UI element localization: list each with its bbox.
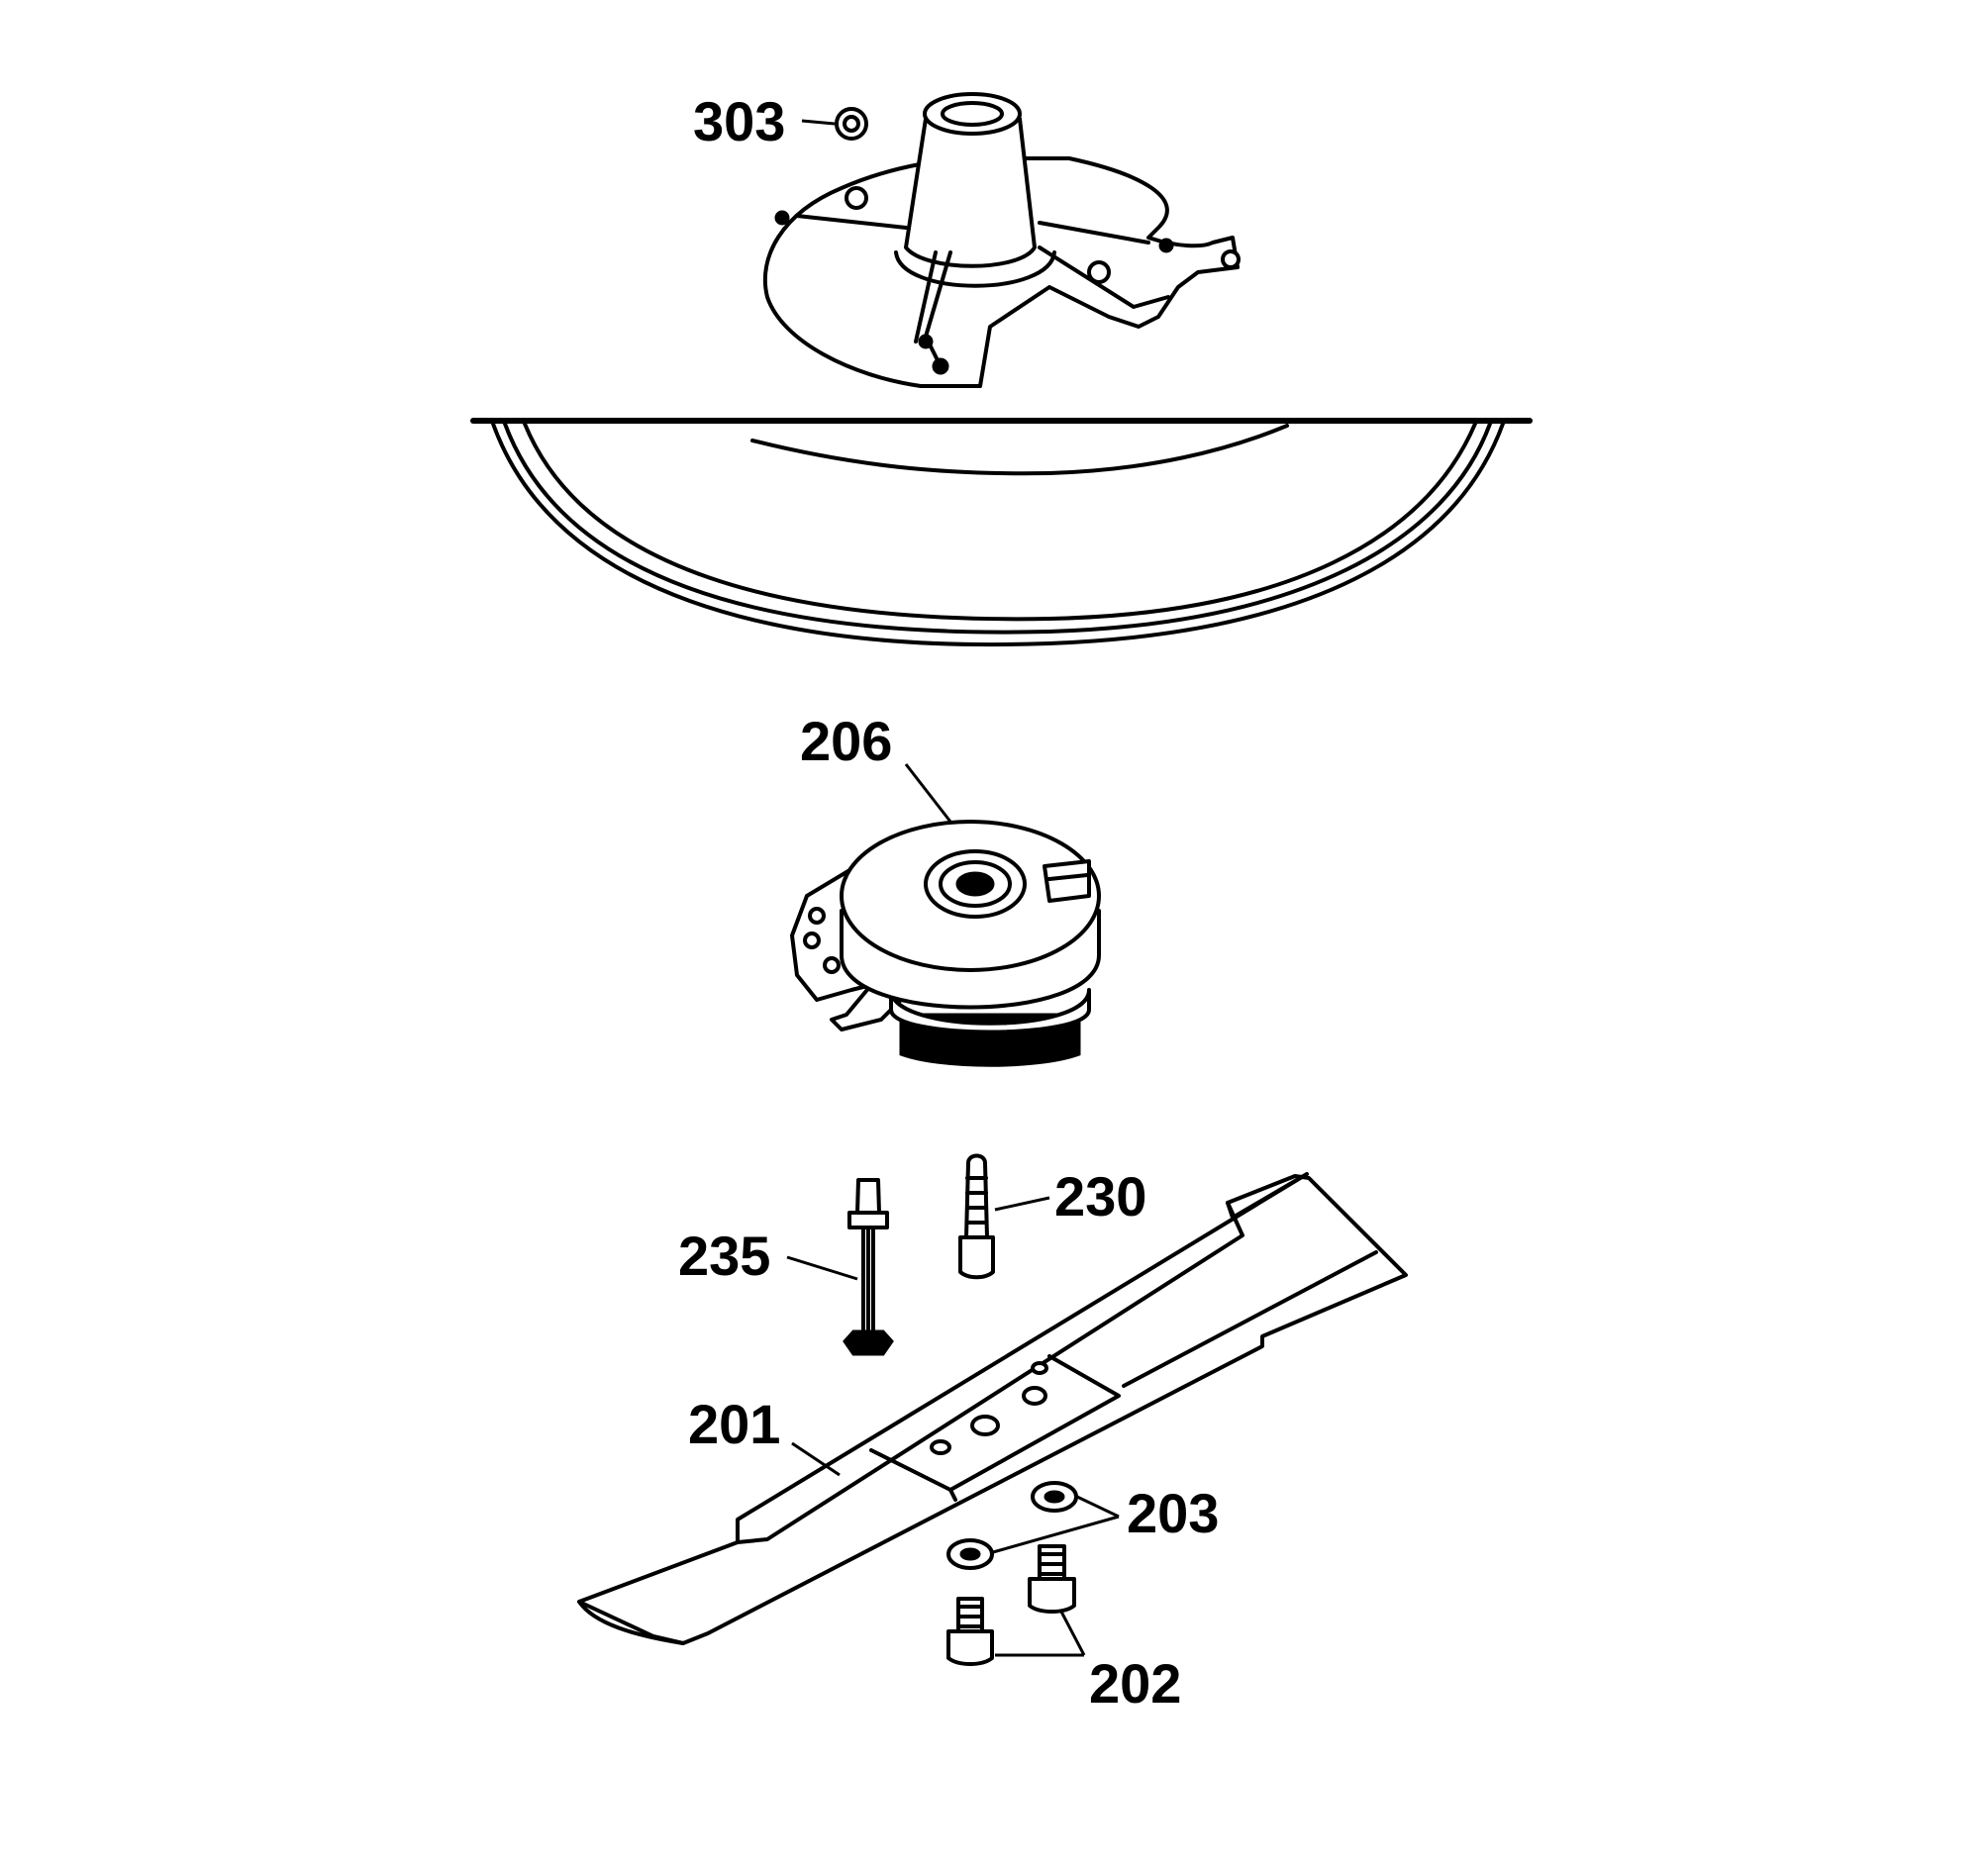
mower-deck: [470, 418, 1533, 647]
label-202: 202: [1089, 1652, 1181, 1715]
label-201: 201: [688, 1393, 780, 1455]
label-206: 206: [800, 710, 892, 772]
part-303-hub-adapter[interactable]: 303: [693, 90, 1241, 388]
label-303: 303: [693, 90, 785, 152]
part-230-stud[interactable]: 230: [958, 1153, 1146, 1280]
part-206-blade-clutch[interactable]: 206: [790, 710, 1101, 1067]
label-235: 235: [678, 1225, 770, 1287]
part-202-bolts[interactable]: 202: [946, 1544, 1181, 1715]
label-203: 203: [1127, 1482, 1219, 1544]
part-235-bolt[interactable]: 235: [678, 1178, 894, 1356]
part-201-blade[interactable]: 201: [577, 1172, 1408, 1645]
part-203-washers[interactable]: 203: [946, 1481, 1219, 1570]
label-230: 230: [1054, 1165, 1146, 1227]
